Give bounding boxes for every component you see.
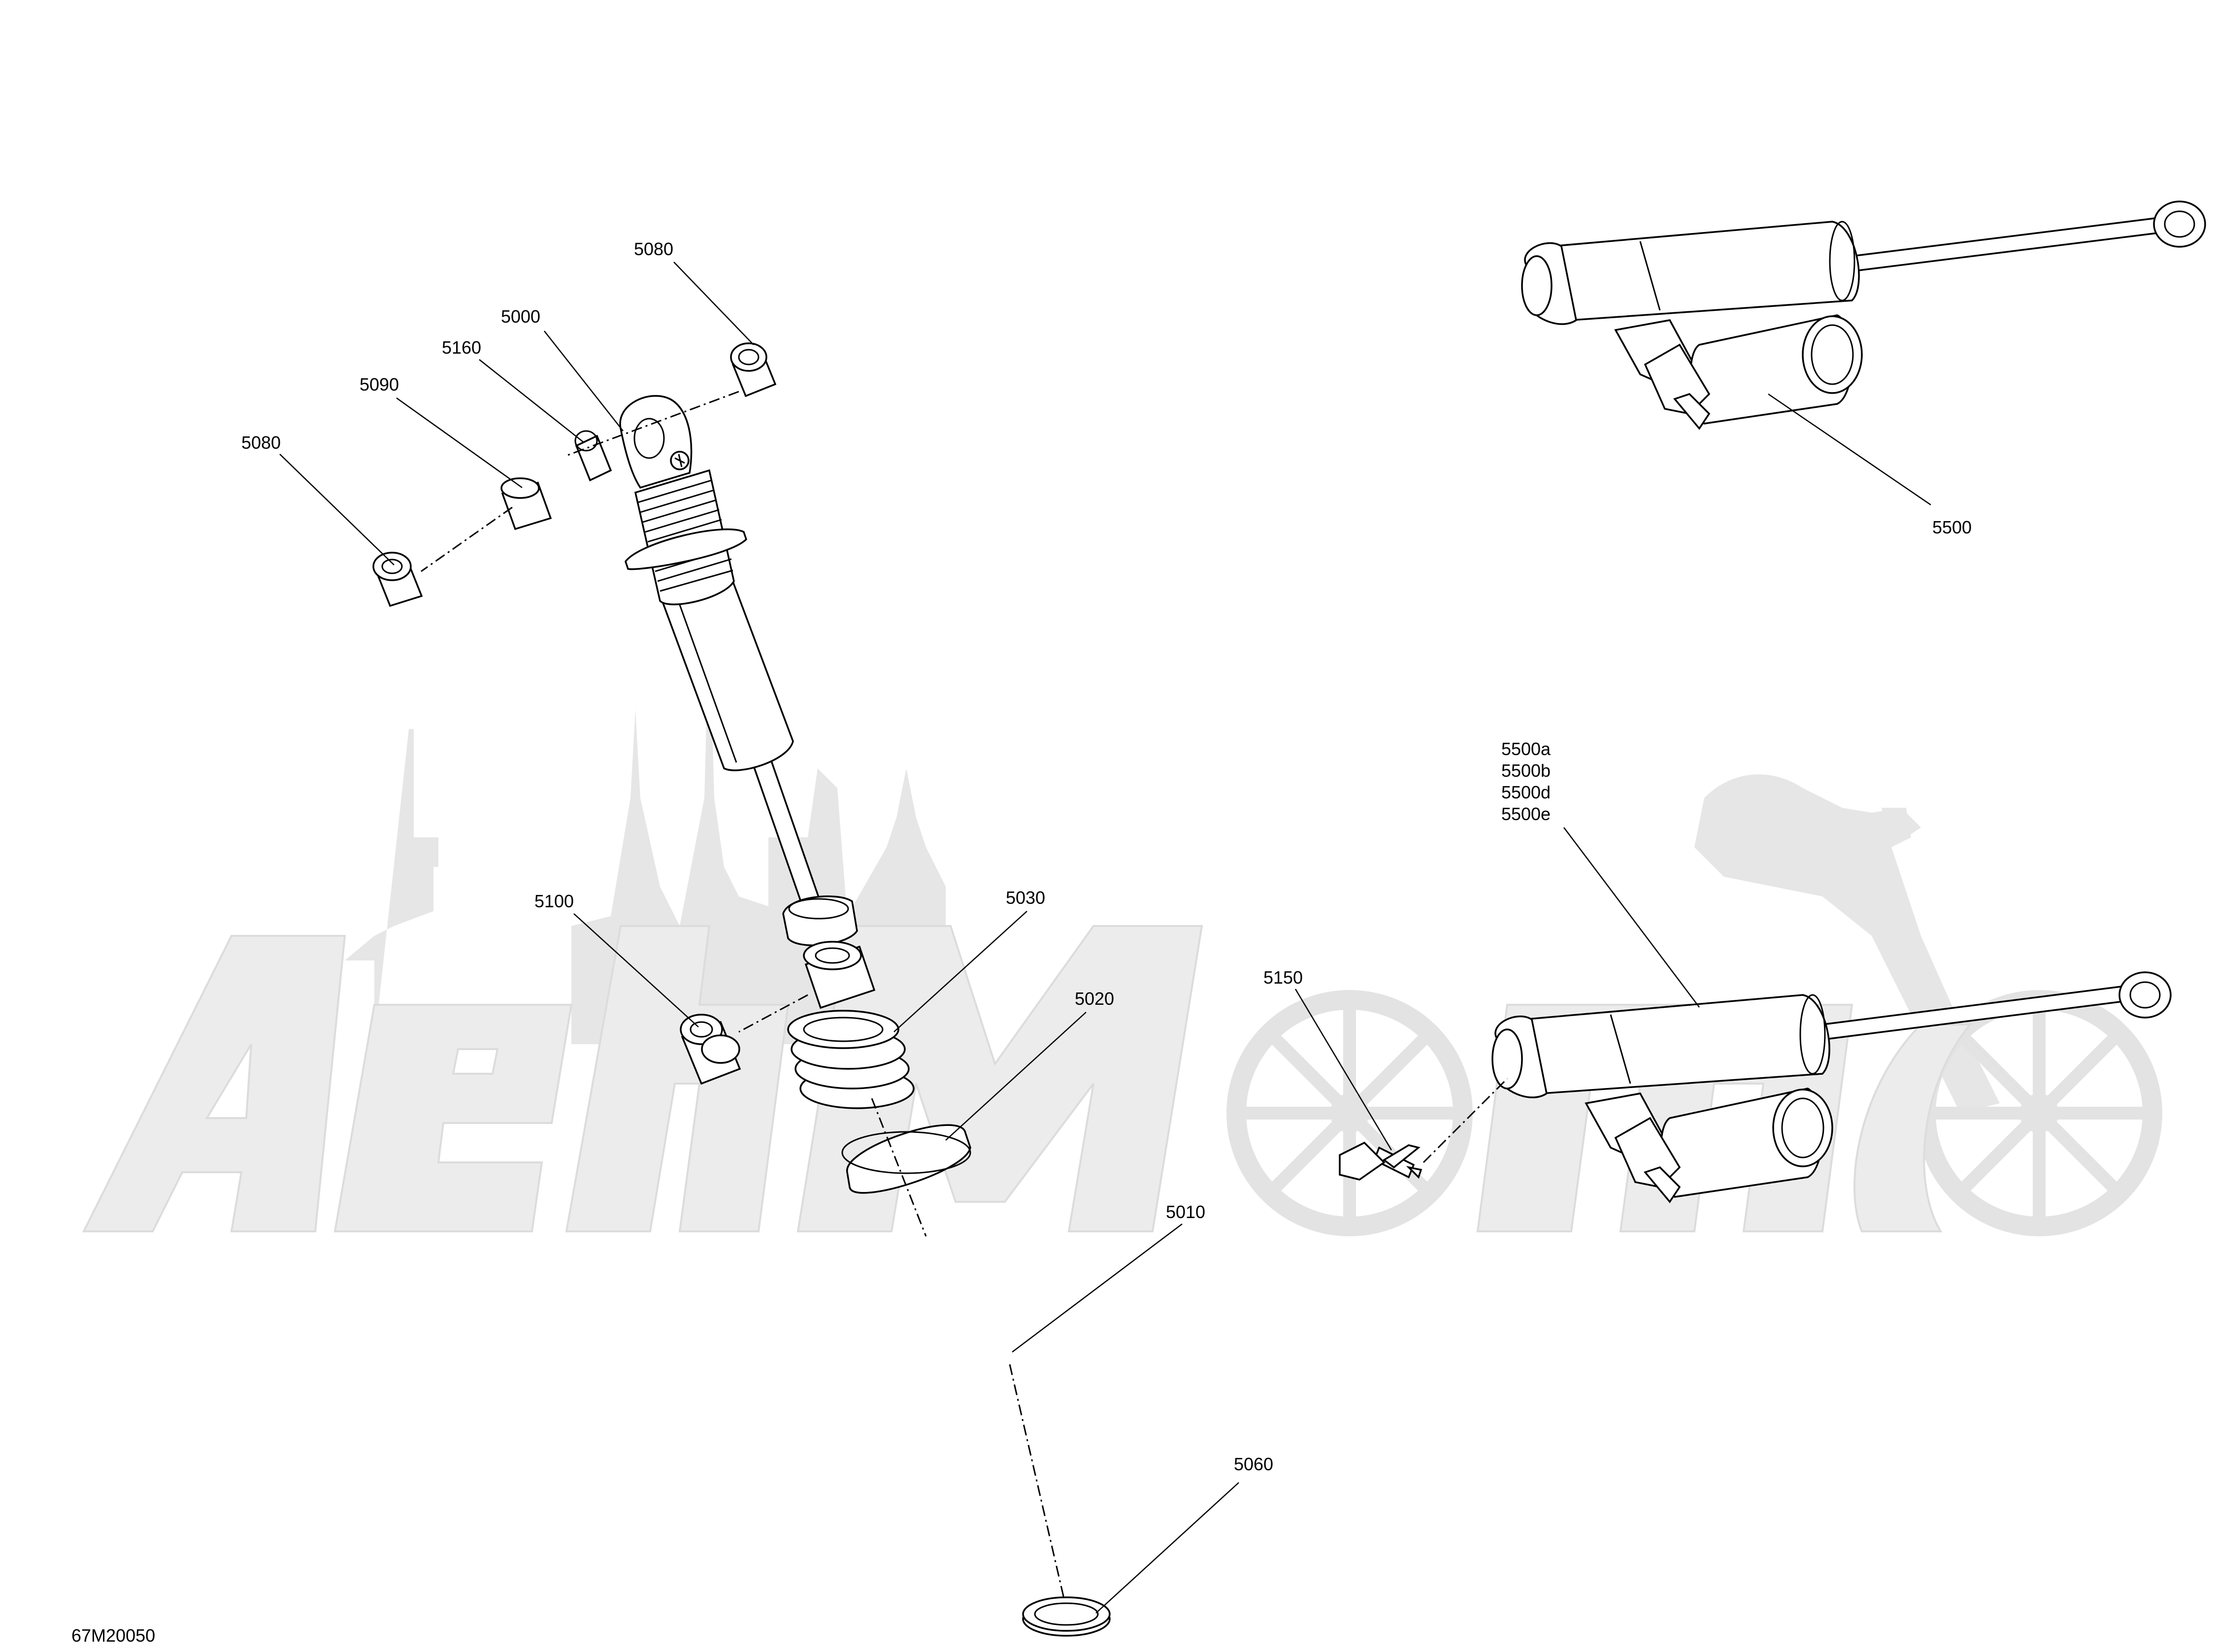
sleeve-5090 — [500, 477, 552, 530]
callout-5500a: 5500a — [1501, 739, 1551, 759]
drawing-code: 67M20050 — [71, 1625, 155, 1646]
circlip-5060 — [1022, 1596, 1111, 1637]
callout-5080-top: 5080 — [634, 239, 673, 259]
callout-5060: 5060 — [1234, 1454, 1273, 1474]
callout-5080-left: 5080 — [241, 432, 281, 453]
shock-assembly-5500 — [1521, 200, 2206, 430]
shock-assembly-5500-variants — [1491, 971, 2172, 1203]
assembly-axes — [421, 391, 1508, 1599]
callout-5010: 5010 — [1166, 1202, 1205, 1222]
spring-guide-5020 — [841, 1124, 971, 1194]
callout-5150: 5150 — [1263, 967, 1303, 988]
callout-5500d: 5500d — [1501, 782, 1551, 802]
callouts: 5080 5000 5160 5090 5080 5500 5500a 5500… — [241, 239, 1972, 1474]
callout-5090: 5090 — [360, 374, 399, 395]
bushing-5100 — [680, 1014, 741, 1085]
spring-seat-5030 — [787, 1010, 915, 1109]
callout-5030: 5030 — [1006, 888, 1045, 908]
bolt-5150 — [1339, 1141, 1422, 1181]
callout-5500: 5500 — [1932, 517, 1972, 537]
callout-5020: 5020 — [1075, 989, 1114, 1009]
bushing-5080-left — [372, 552, 423, 607]
spacer-5160 — [574, 430, 612, 482]
drawing-code-text: 67M20050 — [71, 1625, 155, 1646]
callout-5500e: 5500e — [1501, 804, 1551, 824]
shock-absorber-5000 — [619, 395, 858, 946]
callout-5000: 5000 — [501, 306, 540, 327]
callout-5500b: 5500b — [1501, 760, 1551, 781]
bushing-5080-top — [730, 342, 777, 397]
callout-5160: 5160 — [442, 337, 481, 358]
coil-spring-5010 — [895, 1231, 1104, 1567]
callout-5100: 5100 — [534, 891, 574, 911]
watermark — [82, 611, 2162, 1236]
leader-lines — [279, 262, 1931, 1614]
bushing-lower-eye — [803, 941, 876, 1009]
